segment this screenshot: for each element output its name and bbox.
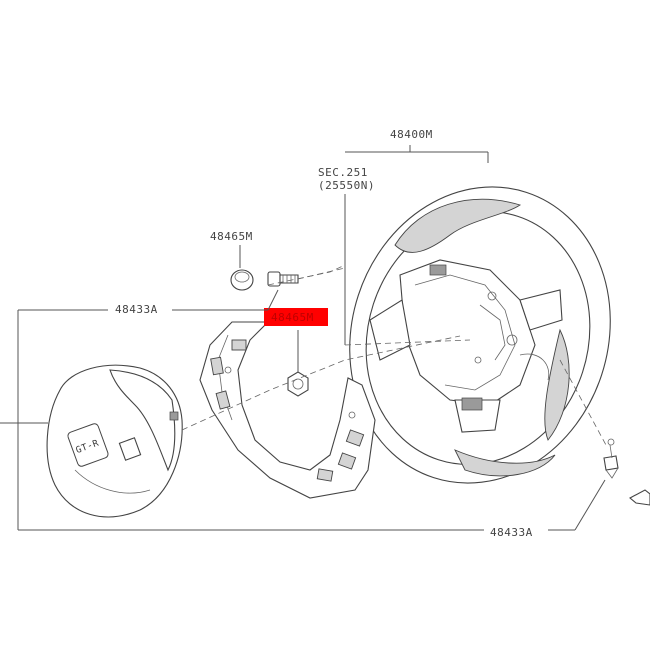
clip-component <box>629 489 650 506</box>
steering-wheel <box>349 186 611 484</box>
sec-ref-line2: (25550N) <box>318 179 375 192</box>
cover-bracket <box>199 321 376 499</box>
label-group-sec251: SEC.251 (25550N) <box>318 166 471 346</box>
label-group-48433A-top: 48433A <box>17 289 279 530</box>
steering-wheel-label: 48400M <box>390 128 433 141</box>
label-group-48400M: 48400M <box>345 128 489 163</box>
highlight-box <box>264 308 328 326</box>
cover-top-label: 48433A <box>115 303 158 316</box>
cap-part-label: 48465M <box>210 230 253 243</box>
airbag-module: GT-R <box>46 364 183 518</box>
bolt-component <box>267 267 346 287</box>
highlight-label-group: 48465M <box>264 308 328 326</box>
highlight-label: 48465M <box>271 311 314 324</box>
nut-component <box>287 330 309 397</box>
label-group-48465M: 48465M <box>210 230 253 268</box>
cap-component <box>230 269 254 291</box>
screw-component <box>603 438 619 479</box>
sec-ref-line1: SEC.251 <box>318 166 368 179</box>
gtr-logo-icon: GT-R <box>67 423 109 467</box>
cover-bottom-label: 48433A <box>490 526 533 539</box>
label-group-48433A-bottom: 48433A <box>18 479 606 539</box>
assembly-lines <box>181 264 607 446</box>
